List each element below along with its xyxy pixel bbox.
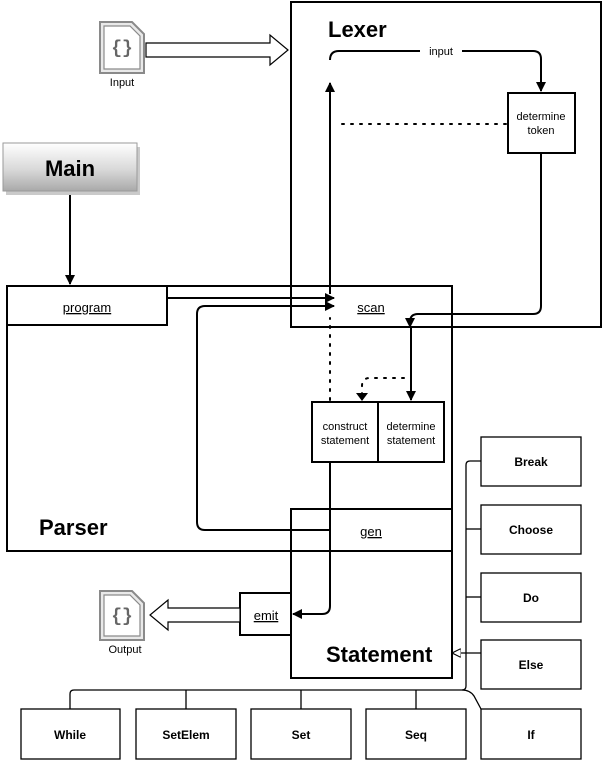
- scan-method-label: scan: [357, 300, 384, 315]
- class-set-box: [250, 708, 352, 760]
- input-file-label: Input: [110, 77, 134, 89]
- edge-input-to-determine-token: [462, 50, 546, 92]
- class-seq-label: Seq: [405, 728, 427, 742]
- output-file-icon: {}: [99, 590, 145, 641]
- edge-token-to-scan: [405, 153, 542, 328]
- gen-method-label: gen: [360, 524, 382, 539]
- construct-statement-box: [311, 401, 379, 463]
- class-setelem-box: [135, 708, 237, 760]
- construct-statement-line1: construct: [323, 421, 368, 433]
- output-file-label: Output: [108, 644, 141, 656]
- edge-construct-to-emit: [292, 462, 331, 619]
- class-choose-label: Choose: [509, 523, 553, 537]
- class-set-label: Set: [292, 728, 311, 742]
- class-while-label: While: [54, 728, 86, 742]
- svg-text:{}: {}: [111, 39, 133, 59]
- parser-label: Parser: [39, 515, 108, 540]
- class-if-label: If: [527, 728, 535, 742]
- arrowhead-construct: [356, 393, 368, 401]
- inheritance-if: [461, 689, 482, 710]
- input-file-icon: {}: [99, 21, 145, 74]
- class-break-label: Break: [514, 455, 548, 469]
- statement-label: Statement: [326, 642, 433, 667]
- main-label: Main: [45, 156, 95, 181]
- class-choose-box: [480, 504, 582, 555]
- determine-token-box: [507, 92, 576, 154]
- class-setelem-label: SetElem: [162, 728, 209, 742]
- lexer-label: Lexer: [328, 17, 387, 42]
- edge-gen-to-scan: [196, 301, 335, 531]
- determine-token-line1: determine: [517, 111, 566, 123]
- svg-text:{}: {}: [111, 607, 133, 627]
- edge-determine-to-construct-dotted: [361, 377, 405, 395]
- output-hollow-arrow: [149, 598, 241, 632]
- class-else-box: [480, 639, 582, 690]
- class-else-label: Else: [519, 658, 544, 672]
- main-box: Main: [2, 142, 140, 195]
- determine-statement-line2: statement: [387, 435, 435, 447]
- class-while-box: [20, 708, 121, 760]
- class-if-box: [480, 708, 582, 760]
- construct-statement-line2: statement: [321, 435, 369, 447]
- class-seq-box: [365, 708, 467, 760]
- class-do-label: Do: [523, 591, 539, 605]
- determine-statement-box: [377, 401, 445, 463]
- determine-token-line2: token: [528, 125, 555, 137]
- program-method-label: program: [63, 300, 111, 315]
- program-method-box: [6, 285, 168, 326]
- emit-method-label: emit: [254, 608, 279, 623]
- input-edge-label: input: [429, 46, 453, 58]
- lexer-box: [290, 1, 602, 328]
- inheritance-tree-vertical: [69, 460, 481, 709]
- input-hollow-arrow: [145, 33, 289, 67]
- edge-lexer-top-loop: [329, 50, 420, 61]
- determine-statement-line1: determine: [387, 421, 436, 433]
